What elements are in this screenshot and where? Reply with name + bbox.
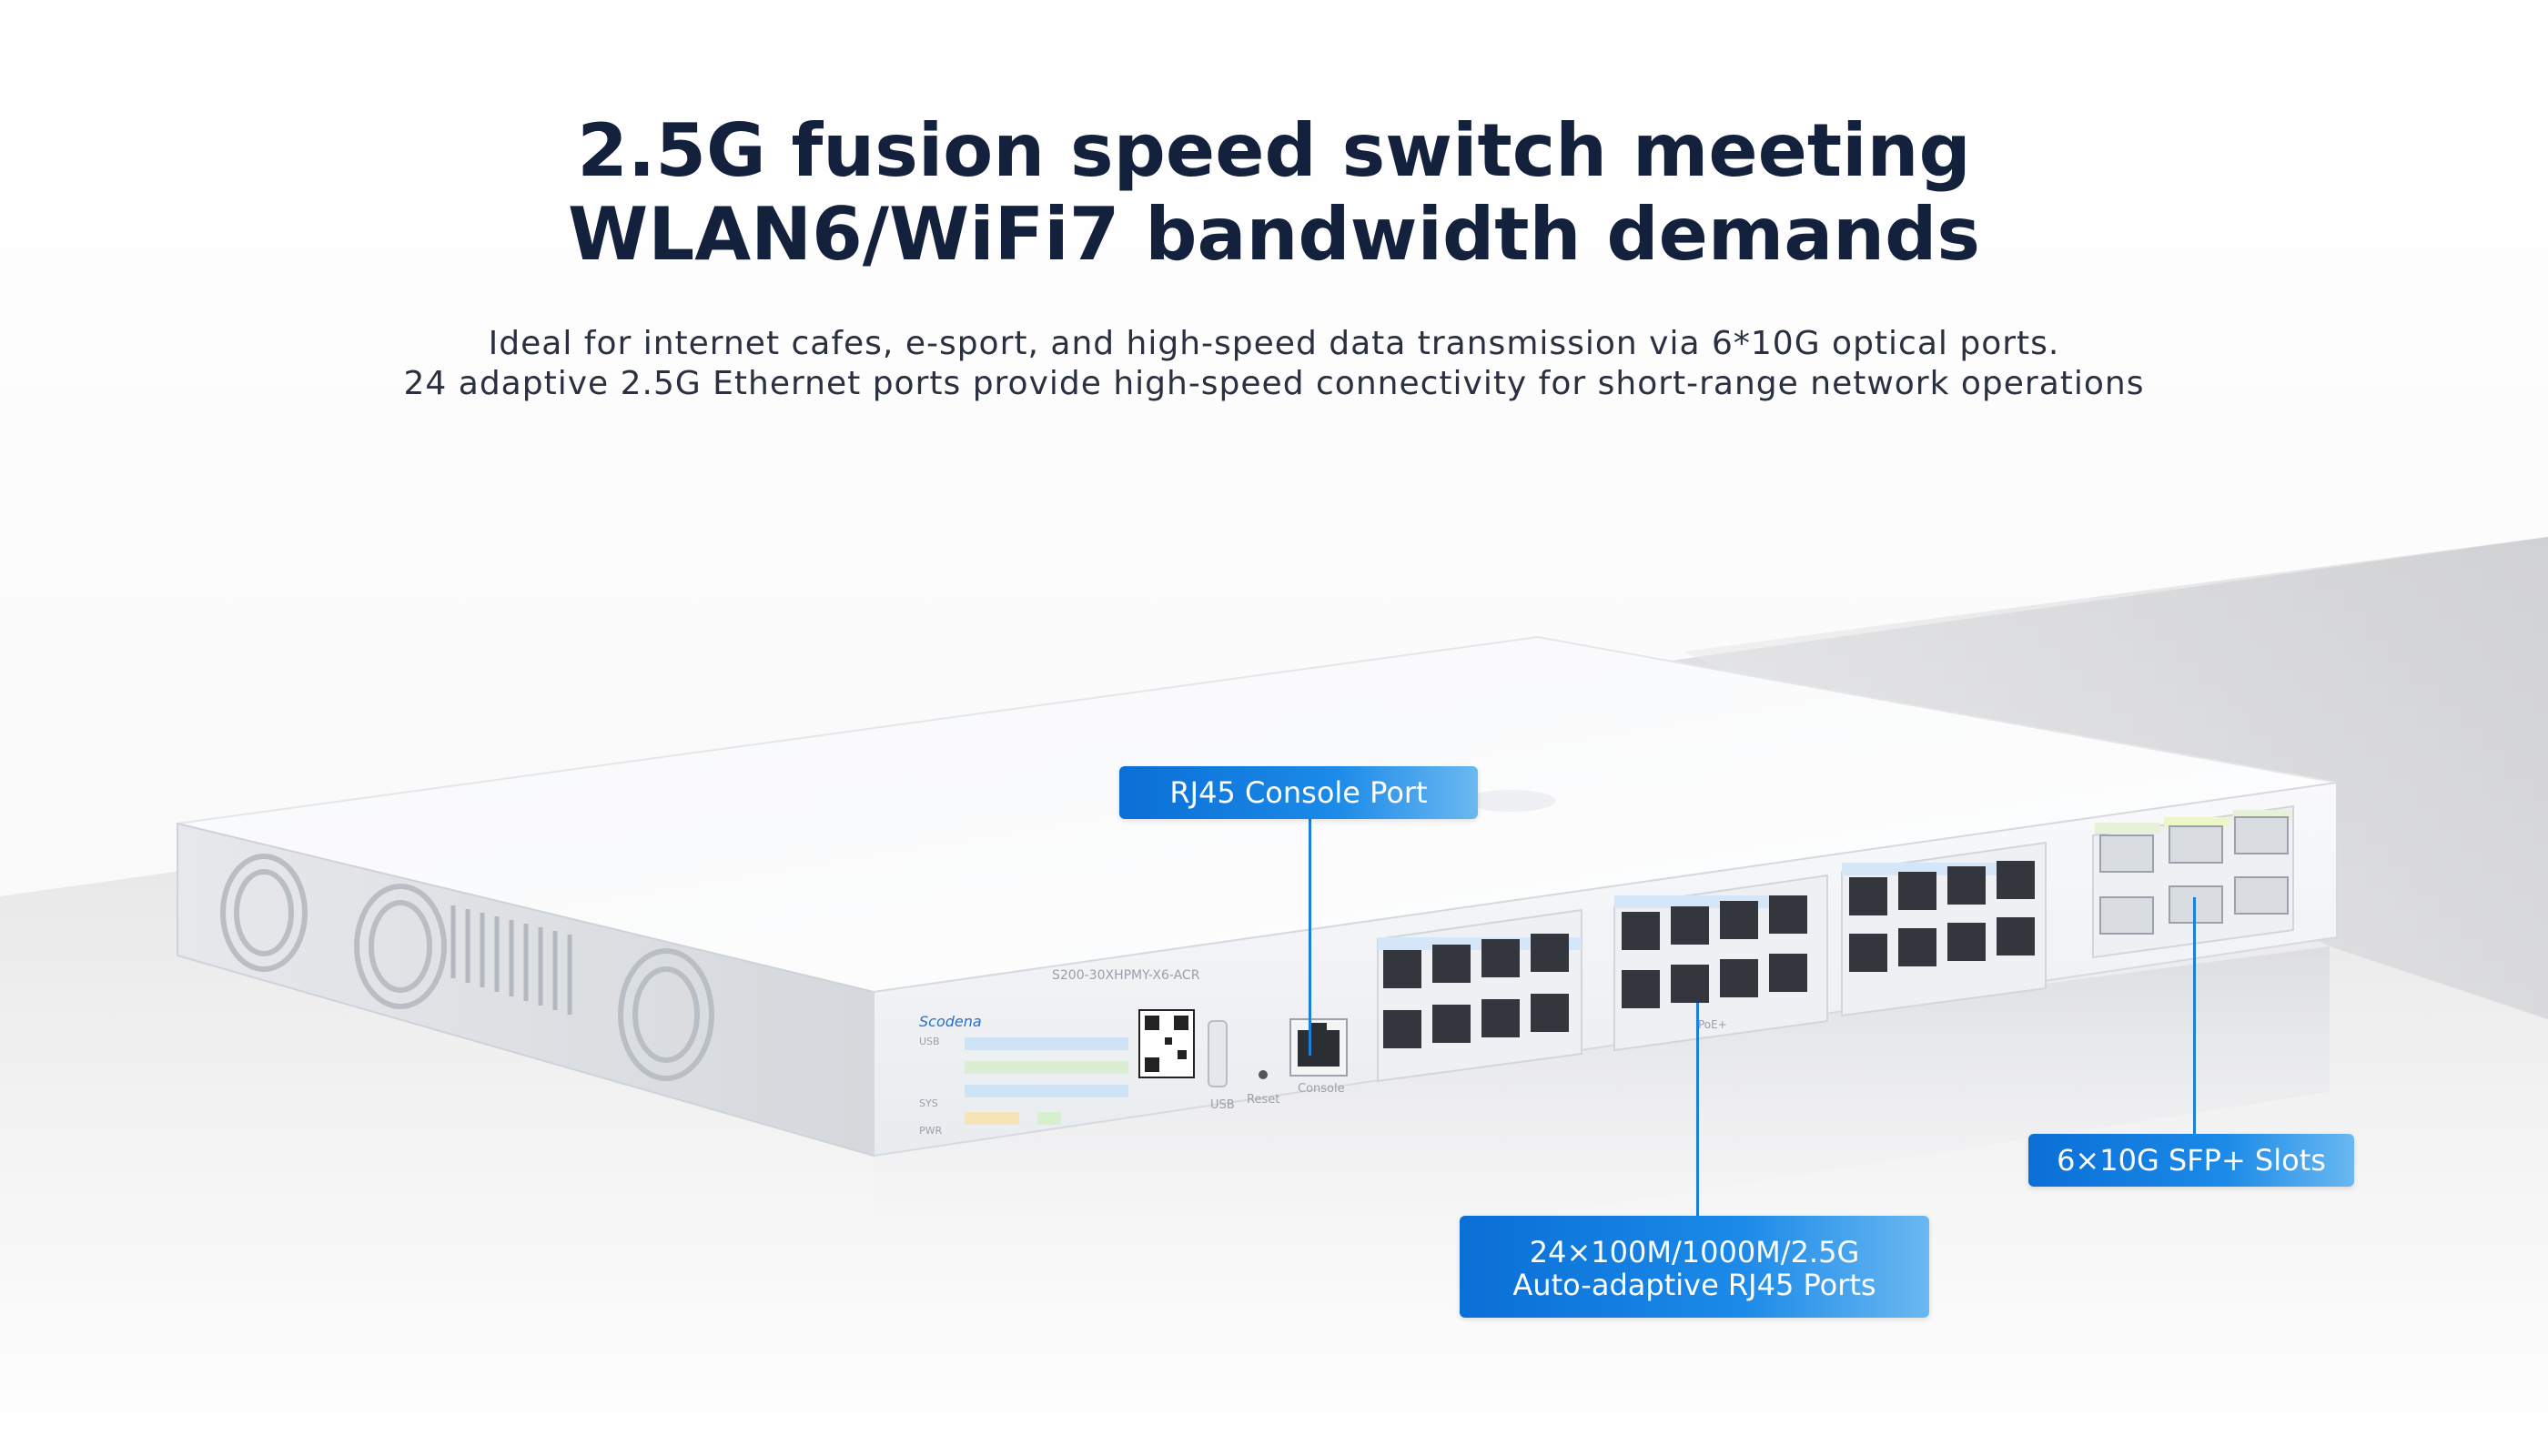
sfp-slot[interactable] xyxy=(2099,896,2154,935)
floor-reflection xyxy=(874,946,2330,1320)
sfp-slot[interactable] xyxy=(2099,834,2154,873)
sfp-slot[interactable] xyxy=(2234,816,2289,854)
headline-line-2: WLAN6/WiFi7 bandwidth demands xyxy=(567,192,1981,277)
rj45-port[interactable] xyxy=(1997,861,2035,899)
sfp-slot[interactable] xyxy=(2169,885,2223,924)
rj45-port[interactable] xyxy=(1849,934,1887,972)
rj45-port[interactable] xyxy=(1481,999,1520,1037)
headline: 2.5G fusion speed switch meeting WLAN6/W… xyxy=(0,109,2548,277)
rj45-port[interactable] xyxy=(1671,906,1709,945)
pwr-led-label: PWR xyxy=(919,1125,943,1137)
model-number: S200-30XHPMY-X6-ACR xyxy=(1052,968,1200,983)
usb-led-label: USB xyxy=(919,1036,940,1047)
console-leader-line xyxy=(1309,817,1311,1056)
rj45-port[interactable] xyxy=(1671,965,1709,1003)
sfp-slot[interactable] xyxy=(2234,876,2289,915)
usb-port-label: USB xyxy=(1210,1098,1235,1112)
rj45-port[interactable] xyxy=(1898,872,1936,910)
side-slot-vents xyxy=(450,905,572,1015)
sfp-slot[interactable] xyxy=(2169,825,2223,864)
side-fan-vents xyxy=(220,854,714,1081)
rj45-port[interactable] xyxy=(1432,1005,1471,1043)
reset-button[interactable] xyxy=(1259,1070,1268,1079)
rj45-port[interactable] xyxy=(1947,923,1986,961)
sfp-slots-callout-text: 6×10G SFP+ Slots xyxy=(2057,1143,2326,1178)
rj45-ports-callout: 24×100M/1000M/2.5G Auto-adaptive RJ45 Po… xyxy=(1460,1216,1929,1318)
brand-logo: Scodena xyxy=(919,1013,982,1030)
led-indicator-panel xyxy=(965,1037,1128,1125)
rj45-port[interactable] xyxy=(1769,895,1807,934)
subheadline-line-1: Ideal for internet cafes, e-sport, and h… xyxy=(488,325,2060,362)
headline-line-1: 2.5G fusion speed switch meeting xyxy=(577,108,1971,193)
rj45-port[interactable] xyxy=(1622,912,1660,950)
console-label: Console xyxy=(1298,1082,1345,1096)
sfp-slots-callout: 6×10G SFP+ Slots xyxy=(2028,1134,2354,1187)
reset-label: Reset xyxy=(1247,1093,1279,1107)
subheadline-line-2: 24 adaptive 2.5G Ethernet ports provide … xyxy=(403,365,2145,402)
poe-label: PoE+ xyxy=(1698,1018,1727,1031)
rj45-port[interactable] xyxy=(1622,970,1660,1008)
console-port[interactable] xyxy=(1289,1018,1348,1077)
rj45-port[interactable] xyxy=(1720,959,1758,997)
console-port-callout-text: RJ45 Console Port xyxy=(1169,775,1428,810)
rj45-ports xyxy=(1383,861,2035,1048)
rj45-ports-callout-line-2: Auto-adaptive RJ45 Ports xyxy=(1512,1268,1876,1302)
rj45-leader-line xyxy=(1696,1003,1699,1218)
rj45-port[interactable] xyxy=(1997,917,2035,956)
subheadline: Ideal for internet cafes, e-sport, and h… xyxy=(0,324,2548,404)
rj45-port[interactable] xyxy=(1849,877,1887,915)
rj45-port[interactable] xyxy=(1947,866,1986,905)
qr-code xyxy=(1138,1009,1195,1078)
sys-led-label: SYS xyxy=(919,1097,938,1109)
sfp-leader-line xyxy=(2193,897,2196,1136)
rj45-port[interactable] xyxy=(1720,901,1758,939)
sfp-slots xyxy=(2099,816,2289,935)
rj45-port[interactable] xyxy=(1769,954,1807,992)
rj45-ports-callout-line-1: 24×100M/1000M/2.5G xyxy=(1529,1235,1860,1269)
rj45-port[interactable] xyxy=(1383,950,1421,988)
rj45-port[interactable] xyxy=(1432,945,1471,983)
rj45-port[interactable] xyxy=(1481,939,1520,977)
rj45-port[interactable] xyxy=(1383,1010,1421,1048)
rj45-port[interactable] xyxy=(1531,934,1569,972)
console-port-callout: RJ45 Console Port xyxy=(1119,766,1478,819)
rj45-port[interactable] xyxy=(1898,928,1936,966)
usb-port[interactable] xyxy=(1208,1020,1228,1087)
rj45-port[interactable] xyxy=(1531,994,1569,1032)
